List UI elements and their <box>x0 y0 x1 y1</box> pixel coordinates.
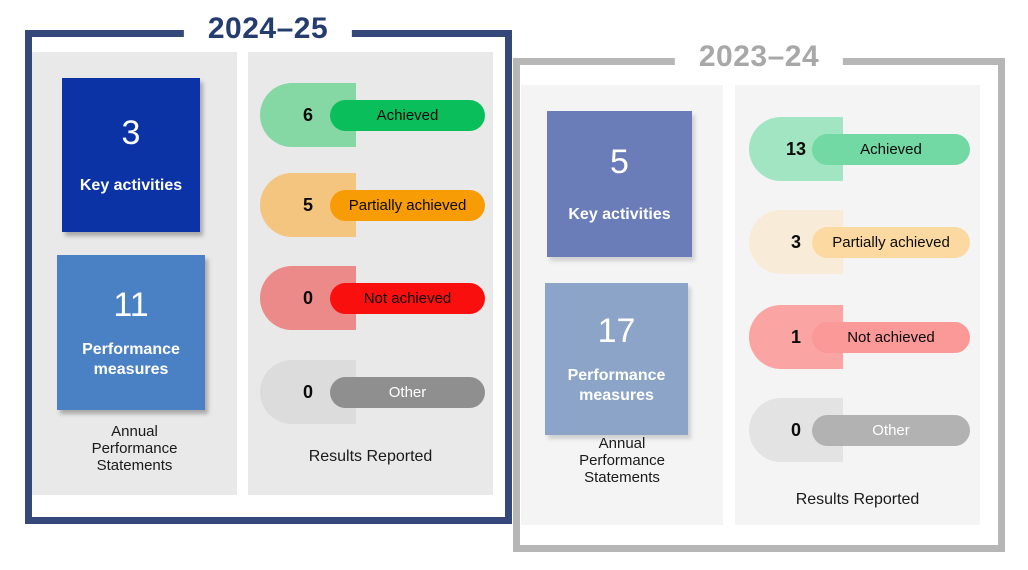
result-row-achieved: 6 Achieved <box>248 79 493 151</box>
result-count: 13 <box>785 138 807 159</box>
results-caption: Results Reported <box>308 448 433 465</box>
performance-measures-count: 17 <box>597 312 636 350</box>
year-title: 2023–24 <box>674 39 844 75</box>
performance-measures-count: 11 <box>113 285 149 324</box>
result-row-not-achieved: 0 Not achieved <box>248 262 493 334</box>
statements-caption-text: Annual Performance Statements <box>91 423 178 474</box>
statements-caption: Annual Performance Statements <box>32 423 237 474</box>
results-reported-panel: 13 Achieved 3 Partially achieved 1 Not a… <box>735 85 980 525</box>
result-status-pill: Partially achieved <box>330 190 485 221</box>
key-activities-count: 5 <box>610 143 629 181</box>
statements-caption-text: Annual Performance Statements <box>579 435 665 486</box>
result-row-achieved: 13 Achieved <box>735 113 980 185</box>
result-status-pill: Not achieved <box>330 283 485 314</box>
result-count: 0 <box>302 381 313 402</box>
result-count: 5 <box>302 194 313 215</box>
performance-measures-label: Performance measures <box>82 340 180 378</box>
result-count: 3 <box>790 231 801 252</box>
results-reported-panel: 6 Achieved 5 Partially achieved 0 Not ac… <box>248 52 493 495</box>
result-count: 6 <box>302 104 313 125</box>
result-row-other: 0 Other <box>248 356 493 428</box>
year-title: 2024–25 <box>183 11 353 47</box>
result-status-pill: Achieved <box>812 134 970 165</box>
performance-measures-label: Performance measures <box>567 367 666 404</box>
annual-performance-statements-panel: 3 Key activities 11 Performance measures… <box>32 52 237 495</box>
results-caption: Results Reported <box>795 491 920 508</box>
key-activities-box: 5 Key activities <box>547 111 692 257</box>
key-activities-label: Key activities <box>79 177 183 194</box>
result-status-pill: Other <box>330 377 485 408</box>
result-row-not-achieved: 1 Not achieved <box>735 301 980 373</box>
result-status-pill: Partially achieved <box>812 227 970 258</box>
result-row-partially-achieved: 3 Partially achieved <box>735 206 980 278</box>
result-status-pill: Other <box>812 415 970 446</box>
result-count: 0 <box>790 419 801 440</box>
statements-caption: Annual Performance Statements <box>521 435 723 486</box>
performance-measures-box: 17 Performance measures <box>545 283 688 435</box>
result-row-other: 0 Other <box>735 394 980 466</box>
result-count: 1 <box>790 326 801 347</box>
result-count: 0 <box>302 287 313 308</box>
result-row-partially-achieved: 5 Partially achieved <box>248 169 493 241</box>
key-activities-count: 3 <box>121 114 141 152</box>
performance-measures-box: 11 Performance measures <box>57 255 205 410</box>
key-activities-box: 3 Key activities <box>62 78 200 232</box>
result-status-pill: Not achieved <box>812 322 970 353</box>
result-status-pill: Achieved <box>330 100 485 131</box>
key-activities-label: Key activities <box>568 206 671 223</box>
annual-performance-statements-panel: 5 Key activities 17 Performance measures… <box>521 85 723 525</box>
